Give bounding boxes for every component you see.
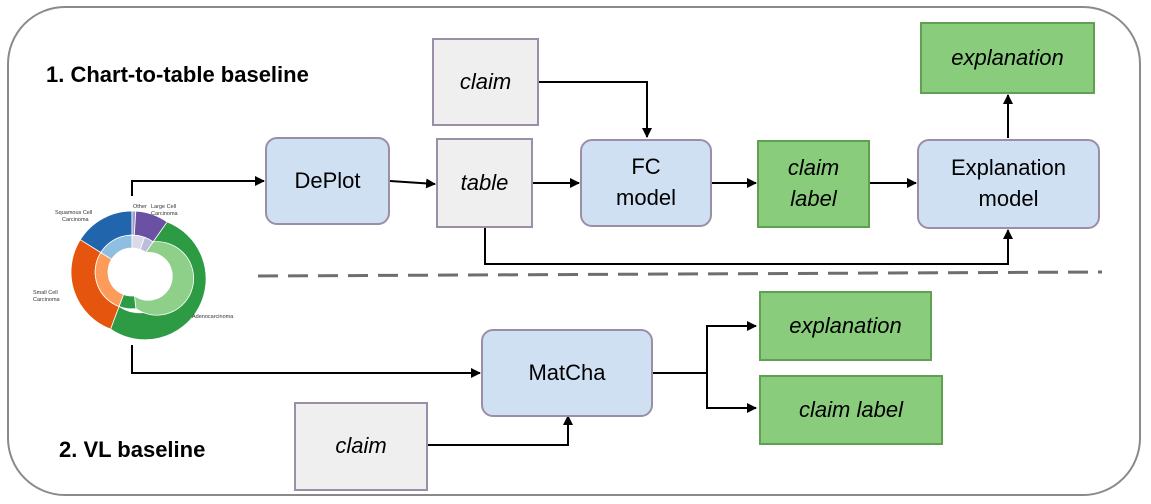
explanation-model-box: Explanation model <box>917 139 1100 229</box>
arrow-table-to-explanation-model <box>484 228 1013 265</box>
claim-label-line-2: label <box>790 186 837 211</box>
heading-vl-baseline: 2. VL baseline <box>59 437 206 462</box>
donut-inner-large-cell <box>139 236 154 253</box>
arrow-chart-to-deplot <box>131 176 265 196</box>
label-large-cell-1: Large Cell <box>151 204 176 210</box>
donut-inner-adenocarcinoma <box>134 241 195 316</box>
fc-model-line-1: FC <box>631 154 661 180</box>
explanation-model-line-1: Explanation <box>951 155 1066 181</box>
label-large-cell-2: Carcinoma <box>151 211 179 217</box>
arrow-claim-to-fc <box>539 81 652 138</box>
section-divider <box>257 270 1103 278</box>
label-squamous-1: Squamous Cell <box>55 210 92 216</box>
label-other: Other <box>133 204 147 210</box>
label-adenocarcinoma: Adenocarcinoma <box>192 314 234 320</box>
explanation-model-line-2: model <box>978 186 1039 211</box>
fc-model-box: FC model <box>580 139 712 227</box>
claim-box-top: claim <box>432 38 539 126</box>
matcha-box: MatCha <box>481 329 653 417</box>
fc-model-line-2: model <box>616 185 676 210</box>
explanation-box-top: explanation <box>920 22 1095 94</box>
arrow-chart-to-matcha <box>131 345 481 378</box>
arrow-deplot-to-table <box>389 178 436 189</box>
arrow-matcha-to-explanation <box>706 321 757 373</box>
table-box: table <box>436 138 533 228</box>
claim-label-box-top: claim label <box>757 140 870 228</box>
panel-frame <box>7 6 1141 496</box>
label-small-cell-1: Small Cell <box>33 290 58 296</box>
arrow-matcha-to-claim-label <box>706 373 757 413</box>
deplot-box: DePlot <box>265 137 390 225</box>
arrow-claim-to-matcha <box>428 415 573 446</box>
claim-label-box-bottom: claim label <box>759 375 943 445</box>
label-squamous-2: Carcinoma <box>62 217 90 223</box>
claim-label-line-1: claim <box>787 155 840 181</box>
heading-chart-to-table: 1. Chart-to-table baseline <box>46 62 309 87</box>
label-small-cell-2: Carcinoma <box>33 297 61 303</box>
claim-box-bottom: claim <box>294 402 428 491</box>
explanation-box-bottom: explanation <box>759 291 932 361</box>
